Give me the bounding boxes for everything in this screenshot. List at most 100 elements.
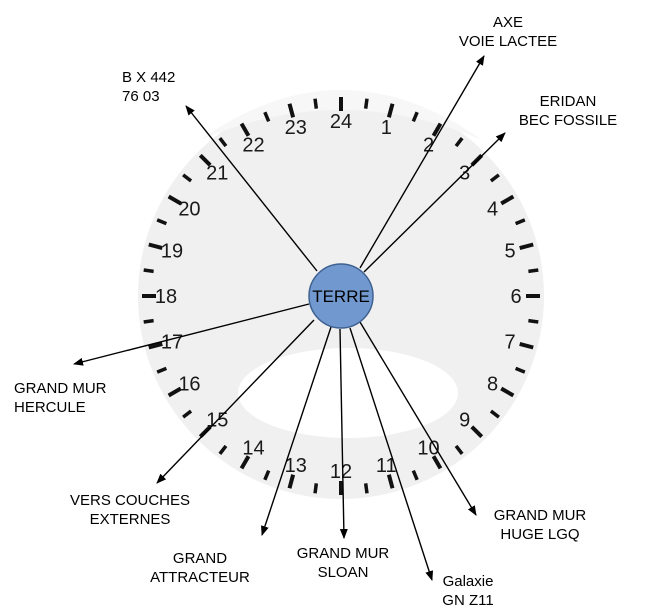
hour-tick: [198, 153, 212, 167]
label-grand-mur-huge-lgq: GRAND MUR HUGE LGQ: [494, 507, 587, 543]
label-vers-couches-externes: VERS COUCHES EXTERNES: [70, 492, 190, 528]
half-hour-tick: [263, 469, 271, 481]
hour-tick: [519, 341, 534, 350]
arrow-grand-mur-sloan: [339, 328, 348, 539]
hour-label: 22: [242, 134, 264, 156]
arrow-galaxie-gn-z11: [349, 327, 434, 581]
half-hour-tick: [182, 173, 193, 183]
half-hour-tick: [514, 366, 526, 374]
earth-label: TERRE: [312, 287, 370, 306]
half-hour-tick: [489, 173, 500, 183]
hour-tick: [500, 194, 515, 206]
hour-label: 8: [487, 374, 498, 396]
half-hour-tick: [411, 111, 419, 123]
label-grand-mur-hercule: GRAND MUR HERCULE: [14, 380, 107, 416]
half-hour-tick: [218, 137, 228, 148]
hour-label: 7: [504, 331, 515, 353]
earth-node: TERRE: [308, 263, 374, 329]
label-line: HUGE LGQ: [500, 526, 579, 543]
label-line: Galaxie: [443, 573, 494, 590]
arrow-grand-mur-huge-lgq: [359, 321, 477, 516]
half-hour-tick: [363, 483, 369, 494]
half-hour-tick: [143, 268, 154, 274]
half-hour-tick: [454, 137, 464, 148]
label-line: HERCULE: [14, 399, 86, 416]
label-line: B X 442: [122, 69, 175, 86]
label-line: GN Z11: [442, 592, 493, 609]
hour-label: 16: [178, 374, 200, 396]
arrow-bx-442: [185, 105, 318, 272]
hour-tick: [167, 386, 182, 398]
hour-label: 13: [285, 455, 307, 477]
half-hour-tick: [156, 366, 168, 374]
hour-tick: [431, 122, 443, 137]
label-line: VERS COUCHES: [70, 492, 190, 509]
hour-label: 23: [285, 117, 307, 139]
hour-label: 20: [178, 199, 200, 221]
hour-tick: [500, 386, 515, 398]
hour-tick: [148, 242, 163, 251]
arrow-grand-mur-hercule: [73, 303, 310, 366]
label-line: GRAND MUR: [14, 380, 107, 397]
dial-top-highlight: [200, 90, 482, 140]
half-hour-tick: [218, 444, 228, 455]
hour-label: 4: [487, 199, 498, 221]
hour-label: 12: [330, 461, 352, 483]
hour-label: 17: [161, 331, 183, 353]
hour-label: 14: [242, 438, 264, 460]
hour-tick: [470, 425, 484, 439]
hour-label: 9: [459, 410, 470, 432]
arrow-grand-attracteur: [261, 326, 332, 536]
half-hour-tick: [182, 409, 193, 419]
half-hour-tick: [313, 98, 319, 109]
label-line: EXTERNES: [90, 511, 171, 528]
hour-tick: [167, 194, 182, 206]
earth-circle: [308, 263, 374, 329]
hour-label: 1: [381, 117, 392, 139]
hour-tick: [431, 455, 443, 470]
label-line: AXE: [493, 14, 523, 31]
label-line: SLOAN: [318, 564, 369, 581]
half-hour-tick: [454, 444, 464, 455]
hour-label: 21: [206, 162, 228, 184]
half-hour-tick: [263, 111, 271, 123]
label-line: GRAND: [173, 550, 227, 567]
half-hour-tick: [528, 268, 539, 274]
half-hour-tick: [528, 318, 539, 324]
half-hour-tick: [143, 318, 154, 324]
hour-tick: [386, 103, 395, 118]
half-hour-tick: [411, 469, 419, 481]
label-line: GRAND MUR: [494, 507, 587, 524]
hour-tick: [198, 425, 212, 439]
label-grand-attracteur: GRAND ATTRACTEUR: [150, 550, 250, 586]
label-galaxie-gn-z11: Galaxie GN Z11: [442, 573, 493, 609]
half-hour-tick: [514, 218, 526, 226]
hour-label: 5: [504, 241, 515, 263]
arrow-vers-couches-externes: [156, 319, 315, 484]
arrows: [73, 55, 506, 581]
hour-label: 6: [510, 286, 521, 308]
hour-tick: [148, 341, 163, 350]
hour-label: 19: [161, 241, 183, 263]
label-line: 76 03: [122, 88, 160, 105]
hour-tick: [239, 122, 251, 137]
arrow-axe-voie-lactee: [359, 55, 485, 269]
half-hour-tick: [313, 483, 319, 494]
label-line: ATTRACTEUR: [150, 569, 250, 586]
hour-tick: [386, 474, 395, 489]
hour-label: 10: [417, 438, 439, 460]
hour-label: 2: [423, 134, 434, 156]
arrow-eridan-bec-fossile: [363, 132, 506, 273]
hour-tick: [239, 455, 251, 470]
hour-tick: [287, 103, 296, 118]
half-hour-tick: [489, 409, 500, 419]
hour-tick: [519, 242, 534, 251]
hour-label: 24: [330, 111, 352, 133]
dial-highlight: [238, 348, 458, 438]
label-line: BEC FOSSILE: [519, 112, 617, 129]
